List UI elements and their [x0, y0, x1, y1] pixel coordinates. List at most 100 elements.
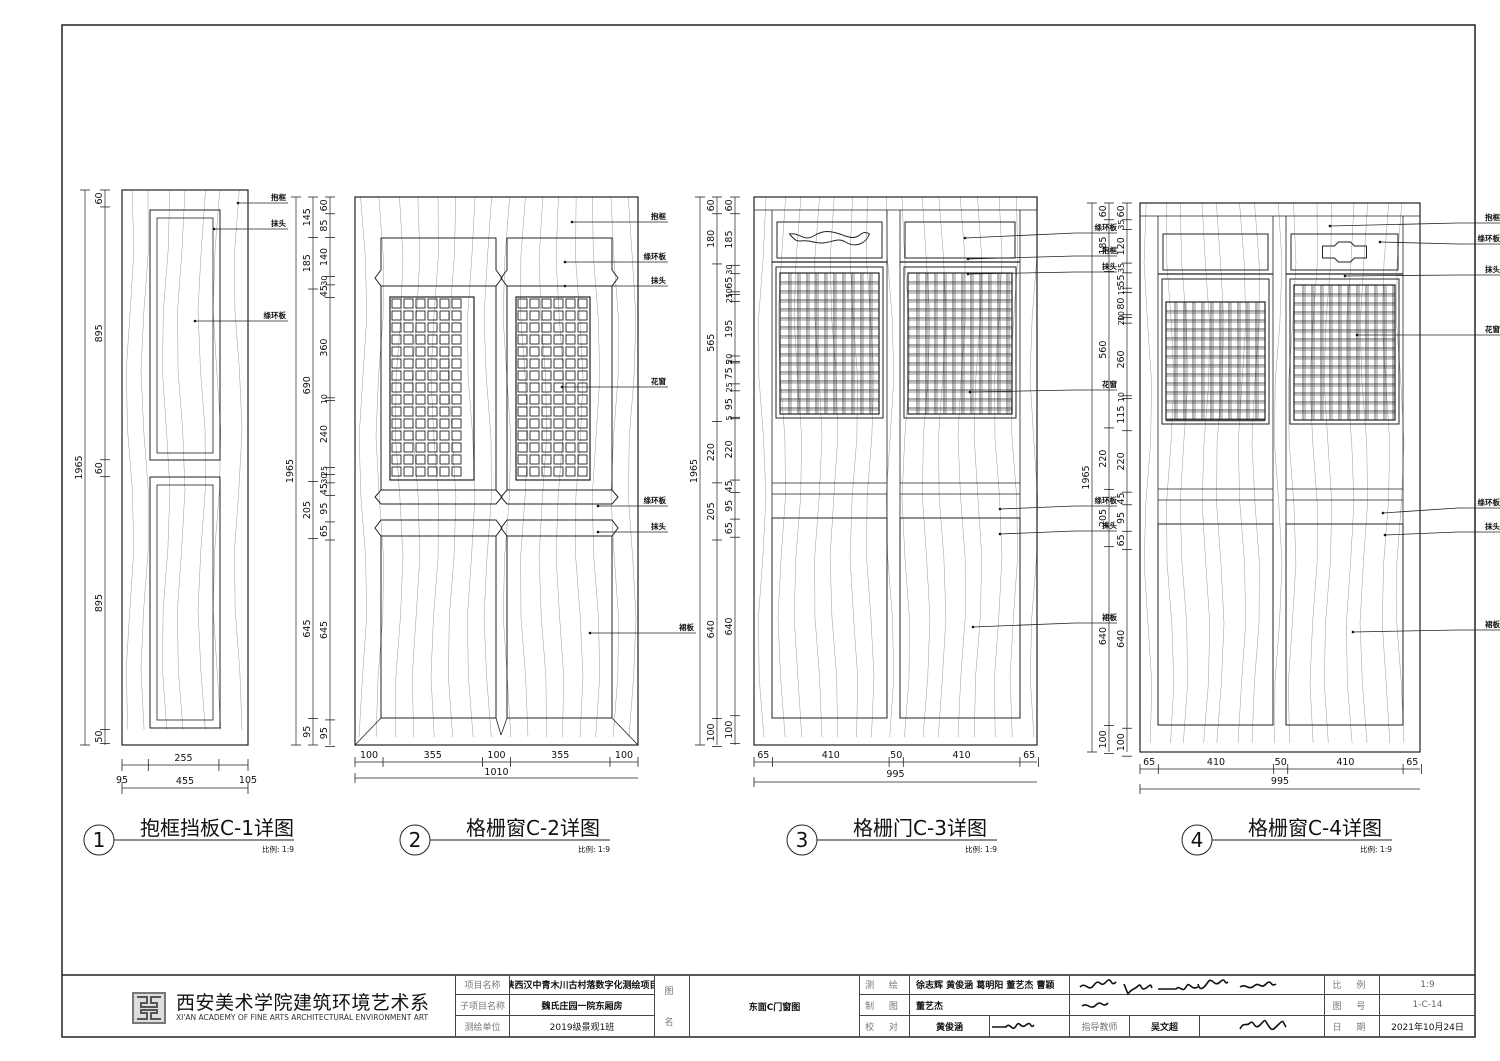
lower-panel-inner [156, 484, 214, 721]
part-label: 抹头 [1102, 520, 1118, 530]
leader-callout: 花窗 [1355, 324, 1500, 337]
lattice-cell [439, 298, 450, 309]
lattice-cell [415, 394, 426, 405]
dim-value: 45 [1116, 492, 1127, 504]
dim-value: 65 [319, 525, 330, 537]
part-label: 裙板 [1102, 612, 1118, 622]
leader-callout: 抱框 [966, 245, 1118, 261]
grain-line [901, 196, 910, 738]
dim-value: 1010 [484, 767, 508, 778]
leader-callout: 绦环板 [998, 495, 1117, 511]
lattice-cell [451, 310, 462, 321]
leader-callout: 抹头 [1383, 521, 1500, 537]
wood-grain [758, 196, 1038, 738]
lattice-cell [415, 298, 426, 309]
grain-line [234, 189, 243, 731]
part-label: 抹头 [1485, 521, 1500, 531]
grain-line [758, 196, 767, 738]
dim-value: 185 [724, 230, 735, 248]
dim-value: 100 [360, 750, 378, 761]
leader-callout: 抹头 [966, 261, 1118, 276]
dim-value: 30 [320, 276, 329, 286]
title-text: 格栅窗C-2详图 [466, 816, 600, 840]
lattice-cell [439, 334, 450, 345]
lattice-cell [403, 430, 414, 441]
lattice-cell [541, 322, 552, 333]
institution-name-en: XI'AN ACADEMY OF FINE ARTS ARCHITECTURAL… [176, 1013, 429, 1022]
vertical-dim-outer: 1965 [74, 189, 90, 746]
dim-value: 60 [724, 199, 735, 211]
dim-value: 895 [94, 594, 105, 612]
leader-line [972, 622, 1117, 628]
lattice-cell [565, 358, 576, 369]
lattice-cell [553, 334, 564, 345]
lattice-cell [517, 310, 528, 321]
lattice-cell [427, 310, 438, 321]
grain-line [140, 189, 149, 731]
dim-value: 410 [1336, 757, 1354, 768]
dim-value: 410 [822, 750, 840, 761]
lattice-cell [529, 346, 540, 357]
dim-value: 50 [94, 730, 105, 742]
grain-line [1251, 202, 1260, 744]
lattice-cell [439, 466, 450, 477]
survey-label: 测 绘 [860, 975, 910, 995]
door-leaf [1157, 216, 1274, 726]
horizontal-dim-2 [1139, 784, 1420, 794]
leader-callout: 抱框 [236, 192, 288, 205]
lattice-cell [403, 358, 414, 369]
lattice-cell [517, 430, 528, 441]
lattice-cell [529, 382, 540, 393]
grain-line [777, 196, 786, 738]
grain-line [1359, 202, 1369, 744]
vertical-dim-outer: 1965 [285, 196, 301, 746]
lattice-cell [415, 358, 426, 369]
door-leaf [771, 210, 888, 719]
grain-line [1274, 202, 1283, 744]
lattice-cell [541, 334, 552, 345]
lattice-cell [529, 358, 540, 369]
lattice-cell [439, 442, 450, 453]
lattice-cell [529, 418, 540, 429]
lattice-cell [427, 346, 438, 357]
leader-line [1329, 222, 1500, 227]
title-number: 1 [93, 828, 106, 852]
title-number: 4 [1191, 828, 1204, 852]
detail-drawing-4: 1965601855602202056401006035120355515801… [1081, 202, 1500, 856]
part-label: 花窗 [1485, 324, 1500, 334]
dim-value: 60 [319, 199, 330, 211]
transom-panel [1162, 233, 1269, 271]
leader-line [999, 530, 1117, 535]
lattice-window [1165, 301, 1266, 422]
grain-line [973, 196, 983, 738]
dim-value: 355 [551, 750, 569, 761]
leader-callout: 绦环板 [963, 222, 1117, 240]
dim-value: 240 [319, 425, 330, 443]
lattice-cell [517, 298, 528, 309]
lattice-cell [427, 442, 438, 453]
lattice-cell [451, 430, 462, 441]
grain-line [520, 196, 529, 738]
lattice-cell [427, 370, 438, 381]
wood-grain [1143, 202, 1405, 744]
number-value: 1-C-14 [1380, 995, 1475, 1016]
number-label: 图 号 [1325, 995, 1380, 1016]
leader-callout: 抹头 [596, 521, 668, 534]
lattice-cell [415, 346, 426, 357]
lattice-cell [577, 334, 588, 345]
lattice-cell [541, 370, 552, 381]
lattice-cell [439, 370, 450, 381]
dim-value: 220 [724, 440, 735, 458]
lattice-cell [415, 322, 426, 333]
dim-value: 25 [320, 466, 329, 476]
grain-line [358, 196, 368, 738]
lattice-cell [415, 334, 426, 345]
title-text: 抱框挡板C-1详图 [140, 816, 294, 840]
grain-line [575, 196, 584, 738]
grain-line [829, 196, 839, 738]
check-label: 校 对 [860, 1016, 910, 1037]
